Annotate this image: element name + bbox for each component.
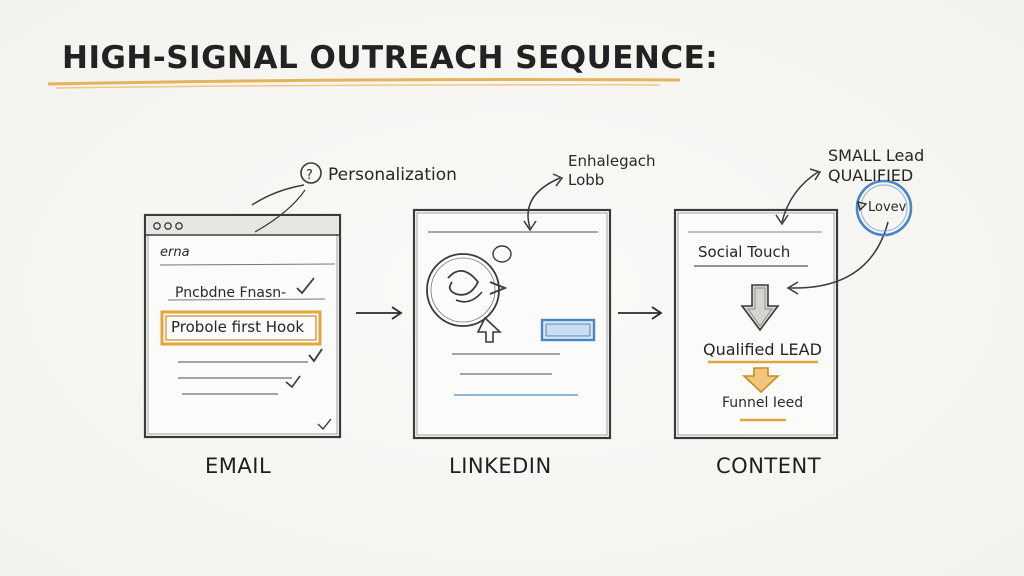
- lovev-badge: [855, 179, 913, 237]
- page-title: HIGH-SIGNAL OUTREACH SEQUENCE:: [62, 40, 719, 76]
- title-underline: [47, 78, 681, 86]
- email-window-label: erna: [160, 245, 190, 260]
- linkedin-callout-arrow: [523, 173, 564, 232]
- content-badge-text: Lovev: [868, 200, 907, 215]
- content-qualified-lead: Qualified LEAD: [703, 340, 822, 359]
- email-callout-text: Personalization: [328, 165, 457, 185]
- email-line-1: Pncbdne Fnasn-: [175, 285, 287, 301]
- content-callout-text: SMALL Lead QUALIFIED: [828, 146, 925, 185]
- content-window: [673, 208, 839, 440]
- arrow-linkedin-to-content: [618, 306, 663, 320]
- content-funnel-text: Funnel Ieed: [722, 395, 804, 411]
- email-window: [143, 213, 342, 439]
- personalization-callout: ?: [251, 162, 322, 233]
- linkedin-caption: LINKEDIN: [449, 454, 552, 478]
- content-caption: CONTENT: [716, 454, 822, 478]
- arrow-email-to-linkedin: [356, 306, 403, 320]
- email-caption: EMAIL: [205, 454, 272, 478]
- linkedin-callout-text: Enhalegach Lobb: [568, 152, 656, 189]
- svg-text:?: ?: [306, 168, 313, 183]
- content-social-touch: Social Touch: [698, 243, 791, 261]
- email-hook-text: Probole first Hook: [171, 318, 305, 336]
- linkedin-window: [412, 208, 612, 440]
